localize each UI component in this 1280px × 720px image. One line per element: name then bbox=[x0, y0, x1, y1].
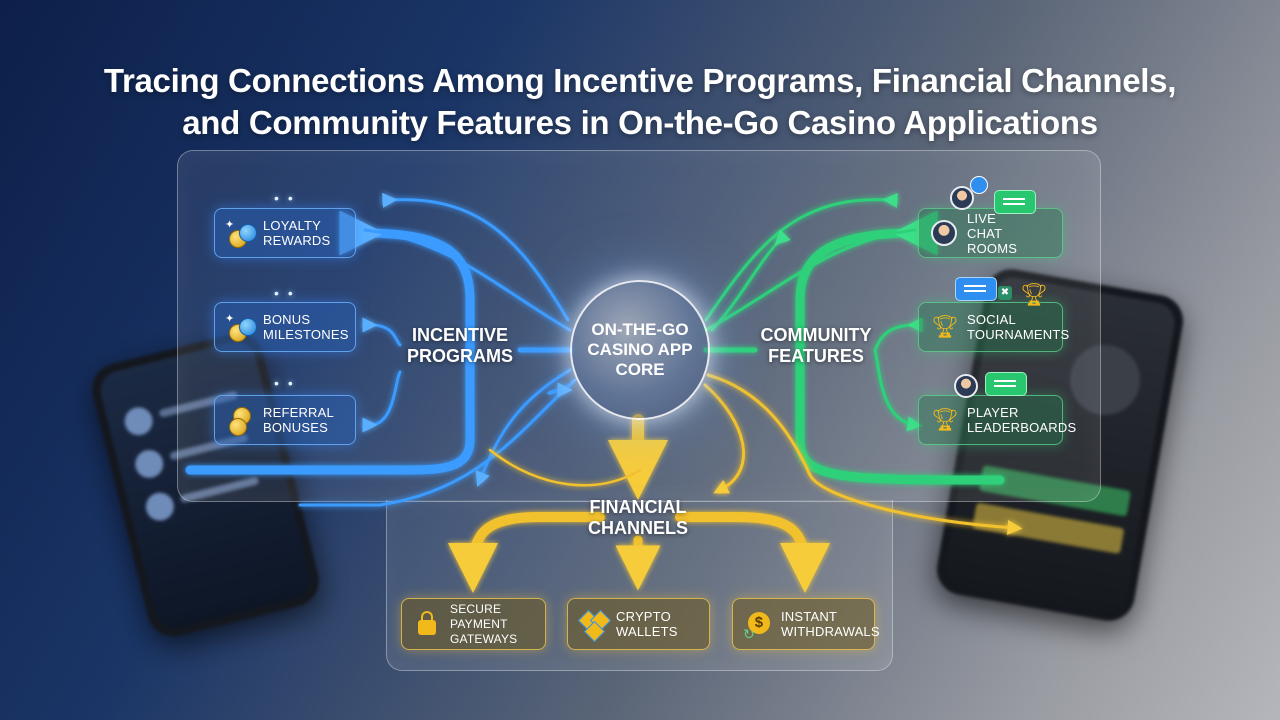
hub-casino-app-core: ON-THE-GO CASINO APP CORE bbox=[570, 280, 710, 420]
avatar-icon bbox=[950, 186, 974, 210]
notification-icon bbox=[970, 176, 988, 194]
avatar-icon bbox=[954, 374, 978, 398]
node-label: REWARDS bbox=[263, 233, 331, 248]
dollar-icon: $↻ bbox=[743, 609, 773, 642]
title-line-2: and Community Features in On-the-Go Casi… bbox=[182, 104, 1098, 142]
category-label: FINANCIAL bbox=[589, 497, 687, 517]
category-label: COMMUNITY bbox=[760, 325, 872, 345]
node-label: TOURNAMENTS bbox=[967, 327, 1070, 342]
node-label: CRYPTO bbox=[616, 609, 671, 624]
category-financial-channels: FINANCIAL CHANNELS bbox=[578, 497, 698, 539]
chat-bubble-icon bbox=[955, 277, 997, 301]
title-line-1: Tracing Connections Among Incentive Prog… bbox=[103, 62, 1177, 100]
category-label: PROGRAMS bbox=[406, 346, 513, 366]
node-label: SECURE PAYMENT bbox=[450, 601, 508, 631]
category-label: CHANNELS bbox=[587, 518, 688, 538]
page-title: Tracing Connections Among Incentive Prog… bbox=[0, 60, 1280, 144]
node-label: LIVE bbox=[967, 210, 996, 226]
node-label: LEADERBOARDS bbox=[967, 420, 1077, 435]
coins-icon bbox=[225, 405, 255, 436]
hub-label: CORE bbox=[615, 360, 665, 379]
coins-sparkle-icon: ✦ bbox=[225, 312, 257, 342]
category-community-features: COMMUNITY FEATURES bbox=[750, 325, 882, 367]
category-label: INCENTIVE bbox=[411, 325, 508, 345]
lock-icon bbox=[412, 609, 442, 639]
node-label: CHAT ROOMS bbox=[967, 225, 1018, 256]
hub-label: CASINO APP bbox=[587, 340, 693, 359]
crypto-icon bbox=[577, 609, 612, 643]
trophy-icon: 🏆︎ bbox=[931, 407, 960, 432]
hub-label: ON-THE-GO bbox=[591, 320, 689, 339]
node-label: BONUS bbox=[263, 312, 311, 327]
node-label: SOCIAL bbox=[967, 312, 1016, 327]
trophy-icon: 🏆︎ bbox=[1020, 282, 1048, 307]
node-label: REFERRAL bbox=[263, 405, 334, 420]
node-label: WITHDRAWALS bbox=[781, 624, 880, 639]
dots-decoration: •• bbox=[274, 375, 302, 391]
category-label: FEATURES bbox=[768, 346, 864, 366]
node-label: PLAYER bbox=[967, 405, 1019, 420]
dots-decoration: •• bbox=[274, 190, 302, 206]
avatar-icon bbox=[929, 218, 959, 248]
chat-bubble-icon bbox=[994, 190, 1036, 214]
node-label: INSTANT bbox=[781, 609, 838, 624]
node-label: LOYALTY bbox=[263, 218, 321, 233]
node-label: BONUSES bbox=[263, 420, 328, 435]
coins-sparkle-icon: ✦ bbox=[225, 218, 257, 248]
node-label: GATEWAYS bbox=[450, 631, 518, 646]
chat-bubble-icon bbox=[985, 372, 1027, 396]
gamepad-icon: ✖ bbox=[998, 286, 1012, 300]
trophy-icon: 🏆︎ bbox=[931, 314, 960, 339]
dots-decoration: •• bbox=[274, 285, 302, 301]
node-label: WALLETS bbox=[616, 624, 678, 639]
node-label: MILESTONES bbox=[263, 327, 349, 342]
category-incentive-programs: INCENTIVE PROGRAMS bbox=[398, 325, 522, 367]
